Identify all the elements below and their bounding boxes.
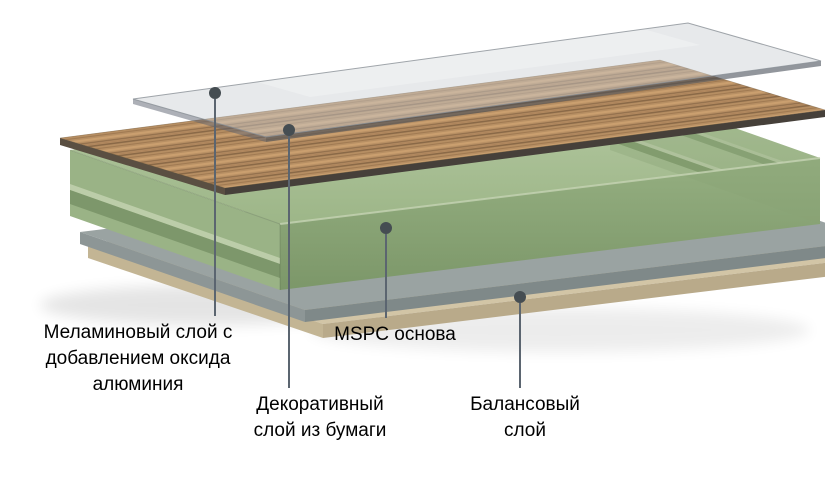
label-line: слой из бумаги xyxy=(253,420,387,441)
decorative-layer-shape xyxy=(59,59,825,195)
label-balance-layer: Балансовый слой xyxy=(425,392,625,444)
label-line: MSPC основа xyxy=(334,324,456,345)
label-core-layer: MSPC основа xyxy=(295,322,495,348)
label-line: добавлением оксида xyxy=(45,348,231,369)
pointer-dot-melamine xyxy=(209,87,221,99)
label-line: Меламиновый слой с xyxy=(43,322,233,343)
label-line: Балансовый xyxy=(470,394,580,415)
pointer-dot-core xyxy=(380,222,392,234)
label-line: Декоративный xyxy=(256,394,384,415)
label-melamine-layer: Меламиновый слой с добавлением оксида ал… xyxy=(22,320,254,398)
label-line: слой xyxy=(504,420,546,441)
label-decorative-layer: Декоративный слой из бумаги xyxy=(220,392,420,444)
label-line: алюминия xyxy=(92,374,184,395)
pointer-dot-balance xyxy=(514,291,526,303)
pointer-dot-decorative xyxy=(283,124,295,136)
melamine-layer-shape xyxy=(132,22,822,142)
